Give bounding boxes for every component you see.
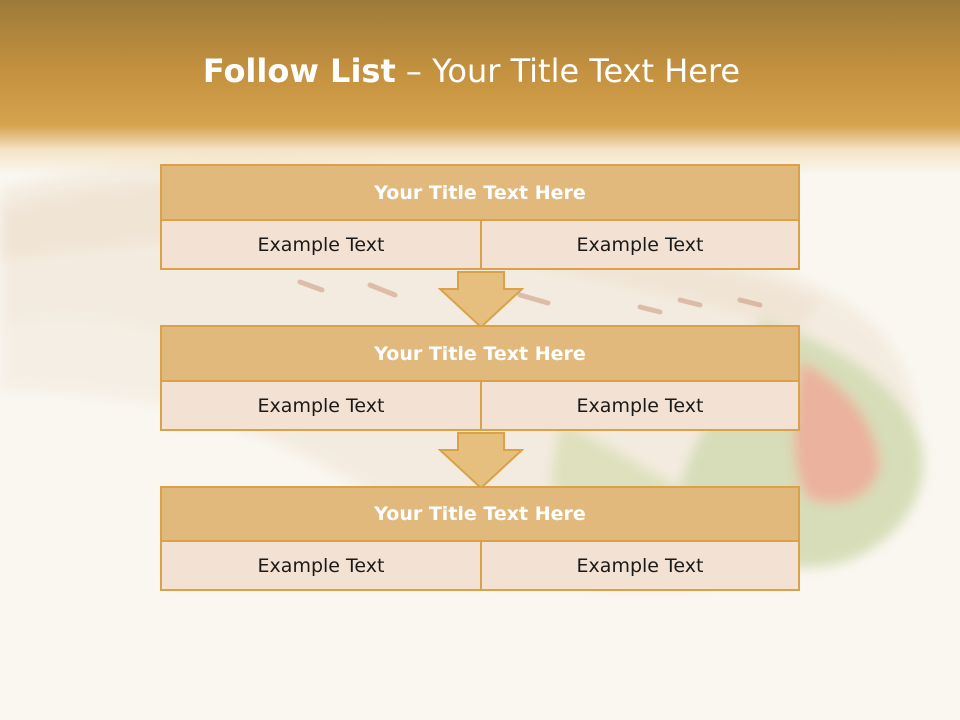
slide-title: Follow List – Your Title Text Here: [0, 52, 943, 90]
step-title: Your Title Text Here: [160, 164, 800, 221]
down-arrow-icon: [438, 271, 524, 329]
slide-title-bold: Follow List: [202, 52, 396, 90]
step-2: Your Title Text Here Example Text Exampl…: [160, 325, 800, 431]
step-text-right: Example Text: [480, 221, 800, 270]
step-title: Your Title Text Here: [160, 486, 800, 542]
step-text-right: Example Text: [480, 382, 800, 431]
step-text-right: Example Text: [480, 542, 800, 591]
step-text-left: Example Text: [160, 542, 480, 591]
step-title: Your Title Text Here: [160, 325, 800, 382]
step-text-left: Example Text: [160, 382, 480, 431]
down-arrow-icon: [438, 432, 524, 490]
header-band: [0, 0, 960, 175]
step-3: Your Title Text Here Example Text Exampl…: [160, 486, 800, 591]
slide-title-rest: – Your Title Text Here: [405, 52, 741, 90]
step-1: Your Title Text Here Example Text Exampl…: [160, 164, 800, 270]
step-text-left: Example Text: [160, 221, 480, 270]
